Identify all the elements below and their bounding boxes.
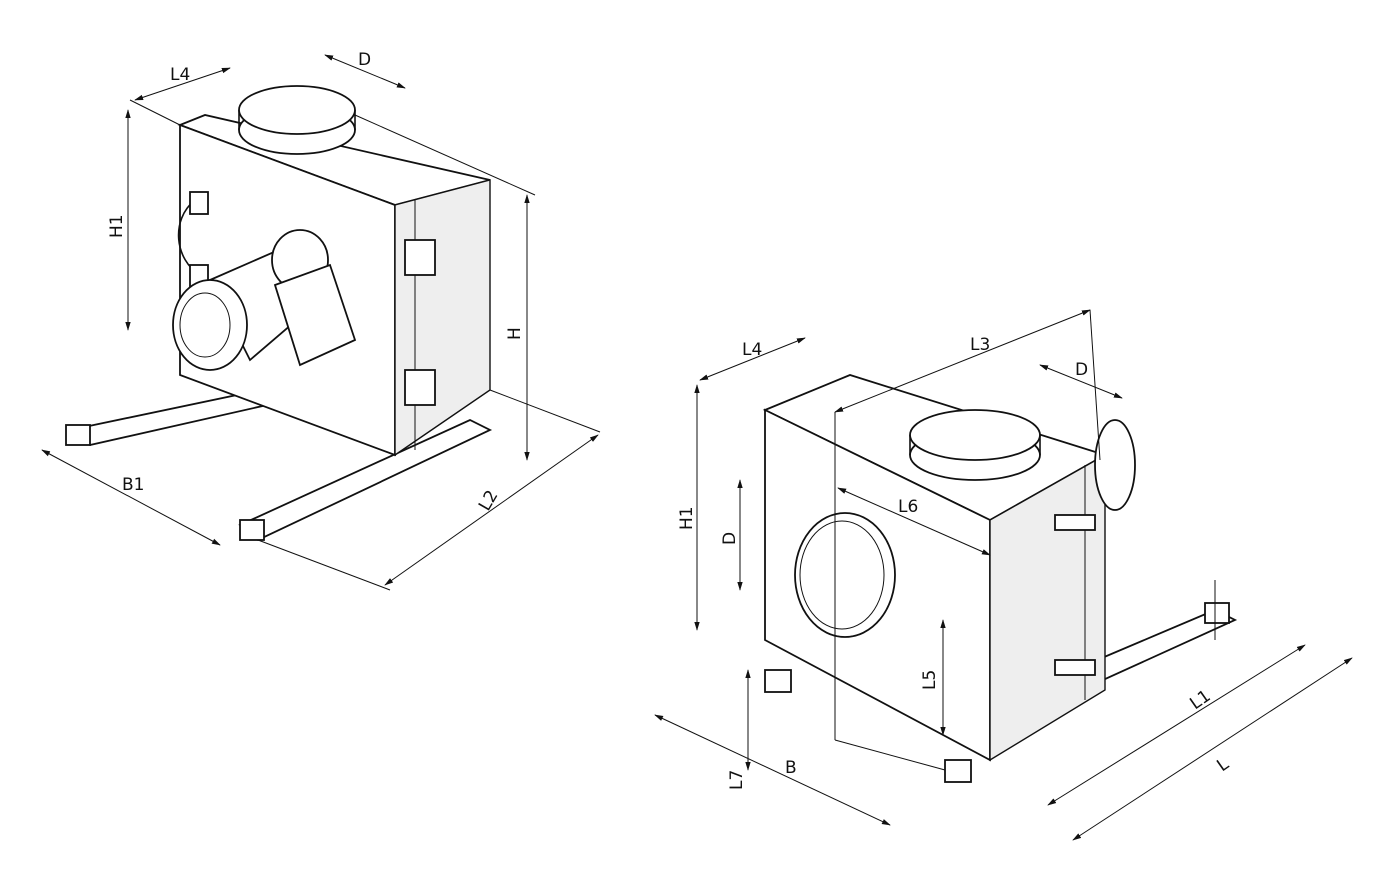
foot [65, 424, 91, 446]
dim-line-L [1072, 657, 1353, 841]
top-duct-rim [909, 409, 1041, 461]
extension-line [257, 539, 391, 591]
dim-line-D-top [1039, 364, 1123, 399]
dim-L4: L4 [742, 340, 762, 360]
side-duct [1094, 419, 1136, 511]
foot [944, 759, 972, 783]
dim-D: D [358, 50, 371, 70]
dim-line-D [324, 54, 406, 89]
dim-L7: L7 [727, 770, 747, 790]
hinge [404, 239, 436, 276]
motor-cap [172, 279, 248, 371]
dim-line-L3 [834, 309, 1091, 413]
dim-line-L4 [134, 67, 231, 101]
dim-L5: L5 [920, 670, 940, 690]
foot [764, 669, 792, 693]
dim-D-top: D [1075, 360, 1088, 380]
extension-line [1089, 309, 1101, 461]
foot [239, 519, 265, 541]
left-fan-unit [41, 54, 601, 591]
dim-line-L6 [837, 487, 991, 556]
extension-line [129, 99, 181, 126]
outlet-duct-rim [238, 85, 356, 135]
latch [1054, 514, 1096, 531]
dim-B1: B1 [122, 475, 144, 495]
hinge [404, 369, 436, 406]
dim-line-L4 [699, 337, 806, 381]
dim-line-B1 [41, 449, 221, 546]
dim-L2: L2 [475, 487, 502, 515]
extension-line [834, 739, 946, 771]
dim-L: L [1213, 754, 1233, 776]
foot [1204, 602, 1230, 624]
motor-cap-inner [179, 292, 231, 358]
dim-H: H [505, 327, 525, 340]
dim-line-B [654, 714, 891, 826]
dim-L1: L1 [1186, 686, 1214, 714]
extension-line [489, 389, 601, 433]
dim-L3: L3 [970, 335, 990, 355]
latch [1054, 659, 1096, 676]
dim-H1: H1 [107, 214, 127, 238]
handle-bracket [189, 191, 209, 215]
dim-L4: L4 [170, 65, 190, 85]
dim-B: B [785, 758, 797, 778]
extension-line [354, 114, 536, 196]
terminal-box [273, 263, 357, 367]
dim-line-L2 [384, 434, 599, 586]
right-fan-unit [654, 309, 1353, 841]
inlet-duct [794, 512, 896, 638]
dim-H1: H1 [677, 506, 697, 530]
side-face [394, 179, 491, 457]
dim-D-side: D [720, 532, 740, 545]
dim-L6: L6 [898, 497, 918, 517]
